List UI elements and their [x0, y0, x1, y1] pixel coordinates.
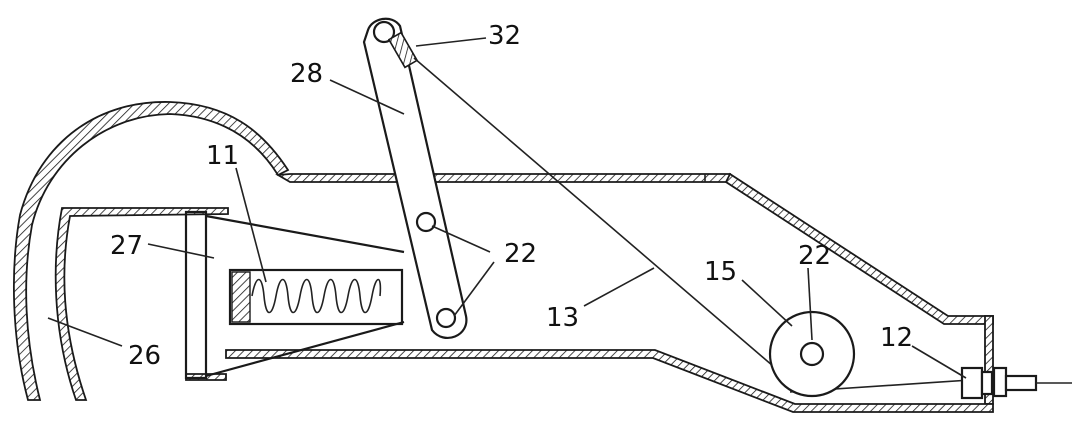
- lever-arm-part-28: [362, 17, 468, 340]
- nut-b: [992, 366, 1008, 398]
- housing-top-wall: [275, 173, 731, 183]
- plunger-body: [205, 214, 405, 378]
- nozzle-tip: [1004, 374, 1038, 392]
- housing-bottom-wall: [225, 349, 994, 413]
- hook-inner-jaw: [54, 207, 229, 401]
- spring-housing-part-11: [228, 268, 404, 326]
- label-27: 27: [110, 231, 143, 261]
- pivot-lower-part-22: [435, 307, 457, 329]
- label-13: 13: [546, 303, 579, 333]
- label-22-lever: 22: [504, 239, 537, 269]
- plunger-head-part-27: [184, 210, 208, 380]
- pin-part-32: [387, 31, 419, 69]
- lever-top-pivot: [372, 20, 396, 44]
- connector-part-12: [960, 366, 984, 400]
- label-12: 12: [880, 323, 913, 353]
- leader-lines: [47, 37, 967, 379]
- spring-coil: [251, 278, 382, 314]
- label-11: 11: [206, 141, 239, 171]
- label-32: 32: [488, 21, 521, 51]
- nut-a: [980, 370, 994, 396]
- spring-end-block: [231, 271, 251, 323]
- label-15: 15: [704, 257, 737, 287]
- hook-part-26: [13, 101, 290, 401]
- label-28: 28: [290, 59, 323, 89]
- pulley-axle-part-22: [799, 341, 825, 367]
- pivot-upper-part-22: [415, 211, 437, 233]
- label-22-pulley: 22: [798, 241, 831, 271]
- label-26: 26: [128, 341, 161, 371]
